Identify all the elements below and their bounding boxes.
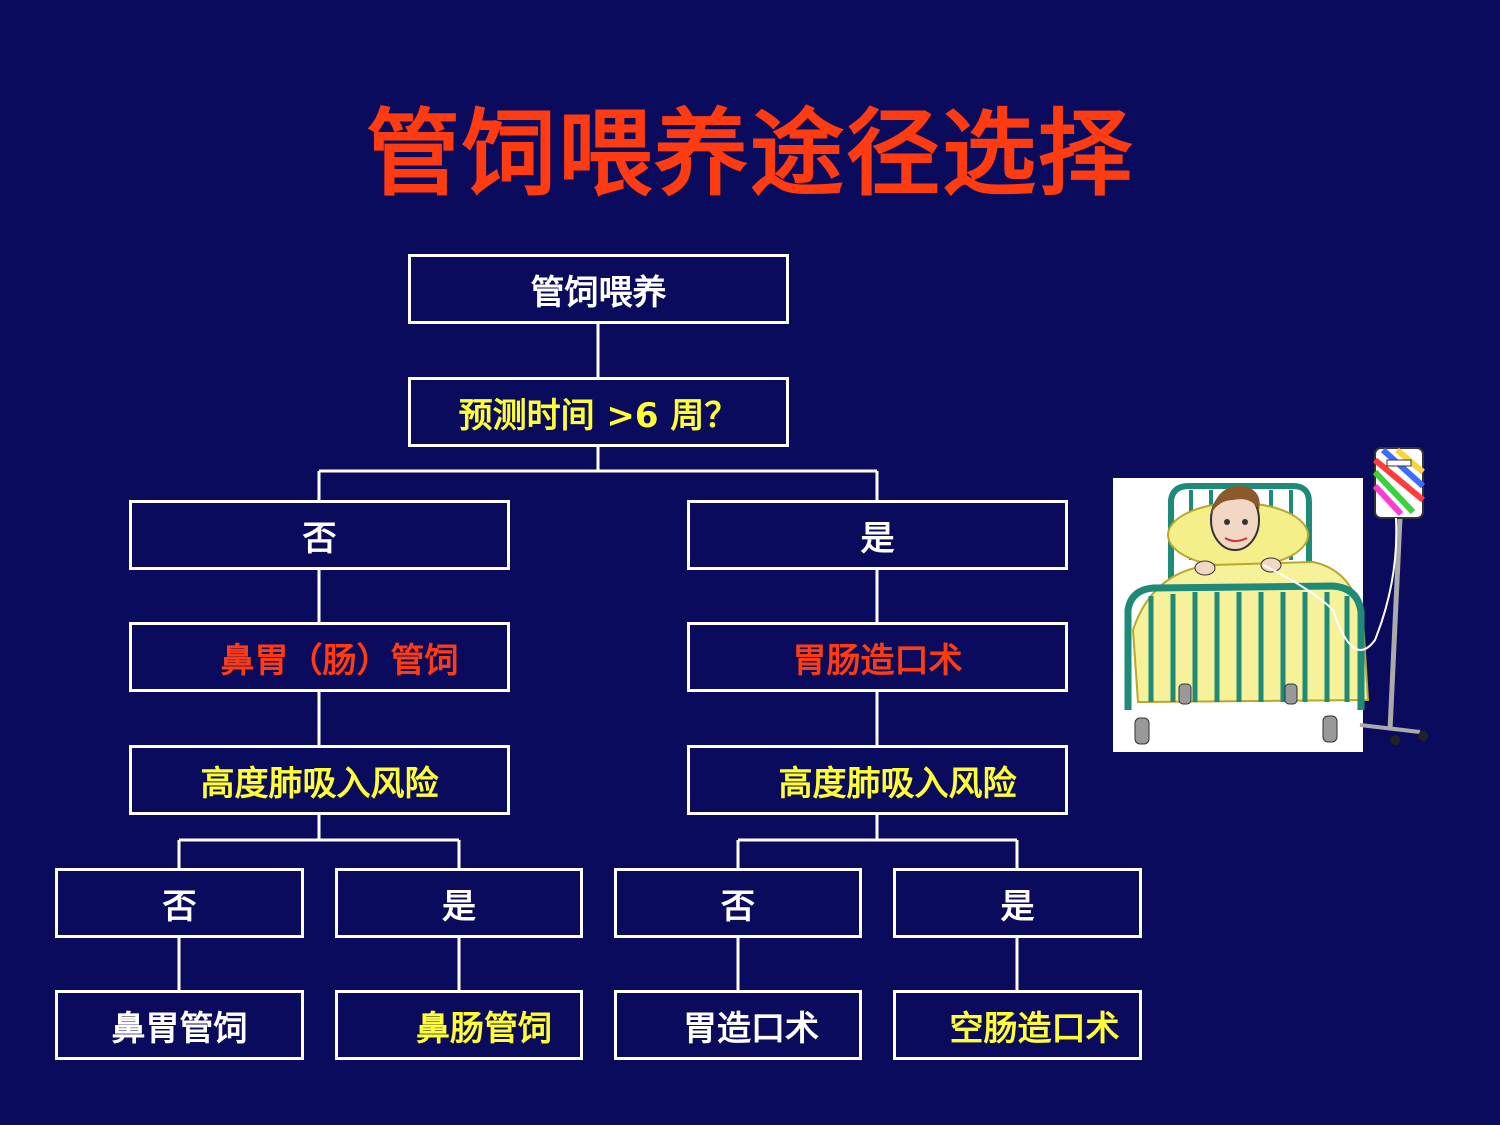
node-root: 管饲喂养 <box>408 254 789 324</box>
node-result-jejunostomy: 空肠造口术 <box>893 990 1142 1060</box>
node-question: 预测时间 >6 周？ <box>408 377 789 447</box>
node-right-yes: 是 <box>893 868 1142 938</box>
node-result-gastrostomy: 胃造口术 <box>614 990 862 1060</box>
node-right-risk: 高度肺吸入风险 <box>687 745 1068 815</box>
node-right-method: 胃肠造口术 <box>687 622 1068 692</box>
page-title: 管饲喂养途径选择 <box>365 100 1134 209</box>
node-left-risk: 高度肺吸入风险 <box>129 745 510 815</box>
node-right-answer: 是 <box>687 500 1068 570</box>
node-result-nasoenteric: 鼻肠管饲 <box>335 990 583 1060</box>
node-left-yes: 是 <box>335 868 583 938</box>
patient-in-bed-clipart <box>1113 447 1428 752</box>
node-left-no: 否 <box>55 868 304 938</box>
node-right-no: 否 <box>614 868 862 938</box>
node-result-nasogastric: 鼻胃管饲 <box>55 990 304 1060</box>
node-left-method: 鼻胃（肠）管饲 <box>129 622 510 692</box>
node-left-answer: 否 <box>129 500 510 570</box>
